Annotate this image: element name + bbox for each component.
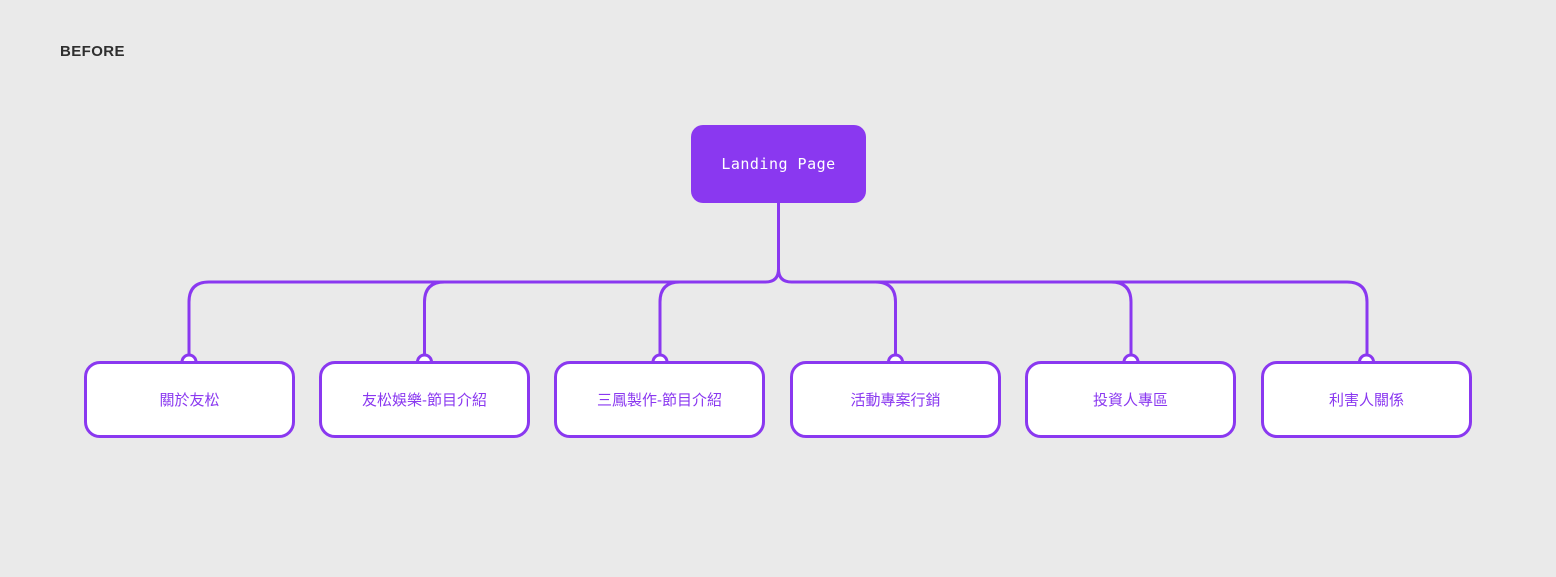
root-node-label: Landing Page xyxy=(721,155,836,173)
connector-left-branch xyxy=(187,202,780,355)
child-node-1-label: 關於友松 xyxy=(159,392,220,409)
child-node-5-label: 投資人專區 xyxy=(1092,392,1168,409)
child-node-4[interactable]: 活動專案行銷 xyxy=(790,361,1001,438)
before-label: BEFORE xyxy=(60,43,125,60)
child-node-2[interactable]: 友松娛樂-節目介紹 xyxy=(319,361,530,438)
child-node-6-label: 利害人關係 xyxy=(1328,392,1404,409)
child-node-3-label: 三鳳製作-節目介紹 xyxy=(597,392,722,409)
root-node-landing-page[interactable]: Landing Page xyxy=(691,125,866,203)
child-node-4-label: 活動專案行銷 xyxy=(850,392,941,409)
child-node-6[interactable]: 利害人關係 xyxy=(1261,361,1472,438)
child-node-1[interactable]: 關於友松 xyxy=(84,361,295,438)
connector-drop-4 xyxy=(875,280,897,355)
connector-drop-2 xyxy=(423,280,445,355)
child-node-2-label: 友松娛樂-節目介紹 xyxy=(362,392,487,409)
connector-drop-5 xyxy=(1110,280,1133,355)
connector-drop-3 xyxy=(658,280,681,355)
child-node-5[interactable]: 投資人專區 xyxy=(1025,361,1236,438)
connector-right-branch xyxy=(777,202,1369,355)
child-node-3[interactable]: 三鳳製作-節目介紹 xyxy=(554,361,765,438)
